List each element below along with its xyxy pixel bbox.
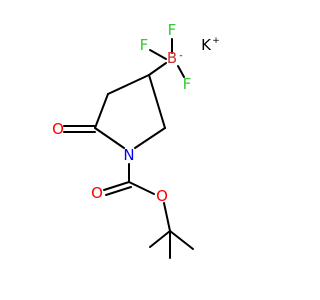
potassium-charge-label: + <box>212 36 220 46</box>
bond-c2-c3 <box>148 74 166 129</box>
bond-oester-cquat <box>163 202 171 232</box>
bond-ccarbonyl-o-double-b <box>105 186 132 196</box>
bond-ccarbonyl-o-ester <box>128 181 155 195</box>
fluorine-top-label: F <box>168 21 177 39</box>
bond-b-f-left <box>149 49 167 60</box>
boron-label: B <box>167 49 177 67</box>
bond-n1-c2 <box>134 127 166 149</box>
potassium-label: K <box>201 36 212 54</box>
bond-cquat-me2 <box>169 230 194 250</box>
bond-c5-n1 <box>94 127 125 149</box>
nitrogen-label: N <box>123 146 134 164</box>
bond-c3-b <box>148 62 167 76</box>
fluorine-left-label: F <box>140 36 149 54</box>
atom-labels: F F B - F K + O N O O <box>52 21 220 205</box>
bond-ccarbonyl-o-double-a <box>103 181 130 191</box>
molecule-structure: F F B - F K + O N O O <box>52 21 220 259</box>
oxygen-carbonyl-label: O <box>91 184 103 202</box>
bond-cquat-me1 <box>149 230 171 248</box>
bond-c4-c5 <box>94 93 109 129</box>
bond-c3-c4 <box>107 74 150 95</box>
bonds <box>63 38 194 259</box>
bond-b-f-right <box>177 65 185 78</box>
structure-canvas: F F B - F K + O N O O <box>52 21 220 259</box>
fluorine-right-label: F <box>183 75 192 93</box>
oxygen-ester-label: O <box>156 187 168 205</box>
oxygen-ketone-label: O <box>52 120 64 138</box>
boron-charge-label: - <box>179 51 182 61</box>
